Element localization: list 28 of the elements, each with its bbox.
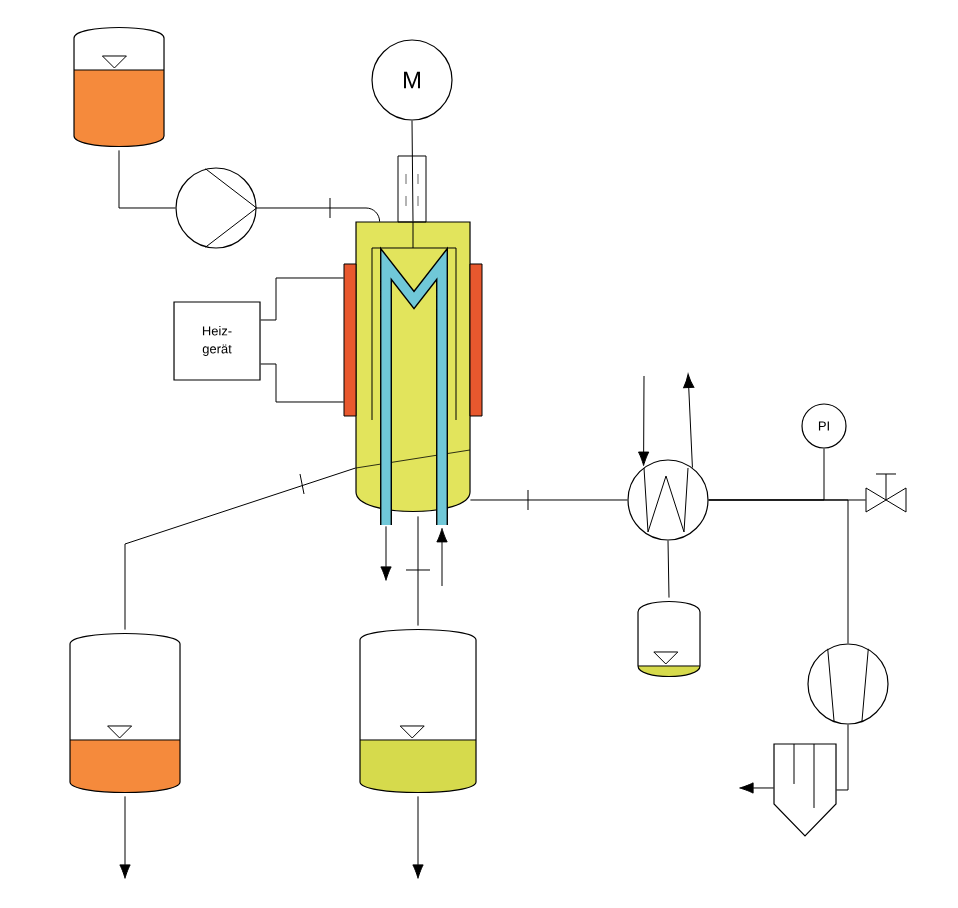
heat-exchanger	[627, 459, 709, 541]
pipe-line	[708, 448, 825, 501]
pump-symbol	[807, 643, 889, 725]
arrow	[638, 375, 650, 466]
pipe-line	[667, 540, 670, 599]
pipe-line	[118, 149, 176, 209]
tank	[73, 26, 165, 148]
pipe-line	[469, 499, 628, 501]
pipe-line	[124, 467, 357, 631]
tank	[69, 632, 181, 794]
arrow	[412, 795, 424, 879]
tank	[637, 600, 701, 678]
valve-symbol	[865, 473, 907, 513]
pipe-line	[417, 515, 419, 627]
pipe-line	[411, 120, 414, 223]
arrow	[739, 782, 775, 794]
pipe-line	[256, 207, 381, 223]
pipe-line	[260, 277, 345, 321]
pipe-line	[260, 363, 345, 403]
arrow	[683, 373, 695, 469]
separator-vessel	[773, 743, 837, 837]
pipe-line	[835, 724, 849, 791]
arrow	[380, 525, 392, 581]
arrow	[119, 795, 131, 879]
pump-symbol	[175, 167, 258, 249]
tank	[359, 628, 477, 794]
reactor-vessel	[343, 221, 483, 525]
arrow	[436, 527, 448, 587]
